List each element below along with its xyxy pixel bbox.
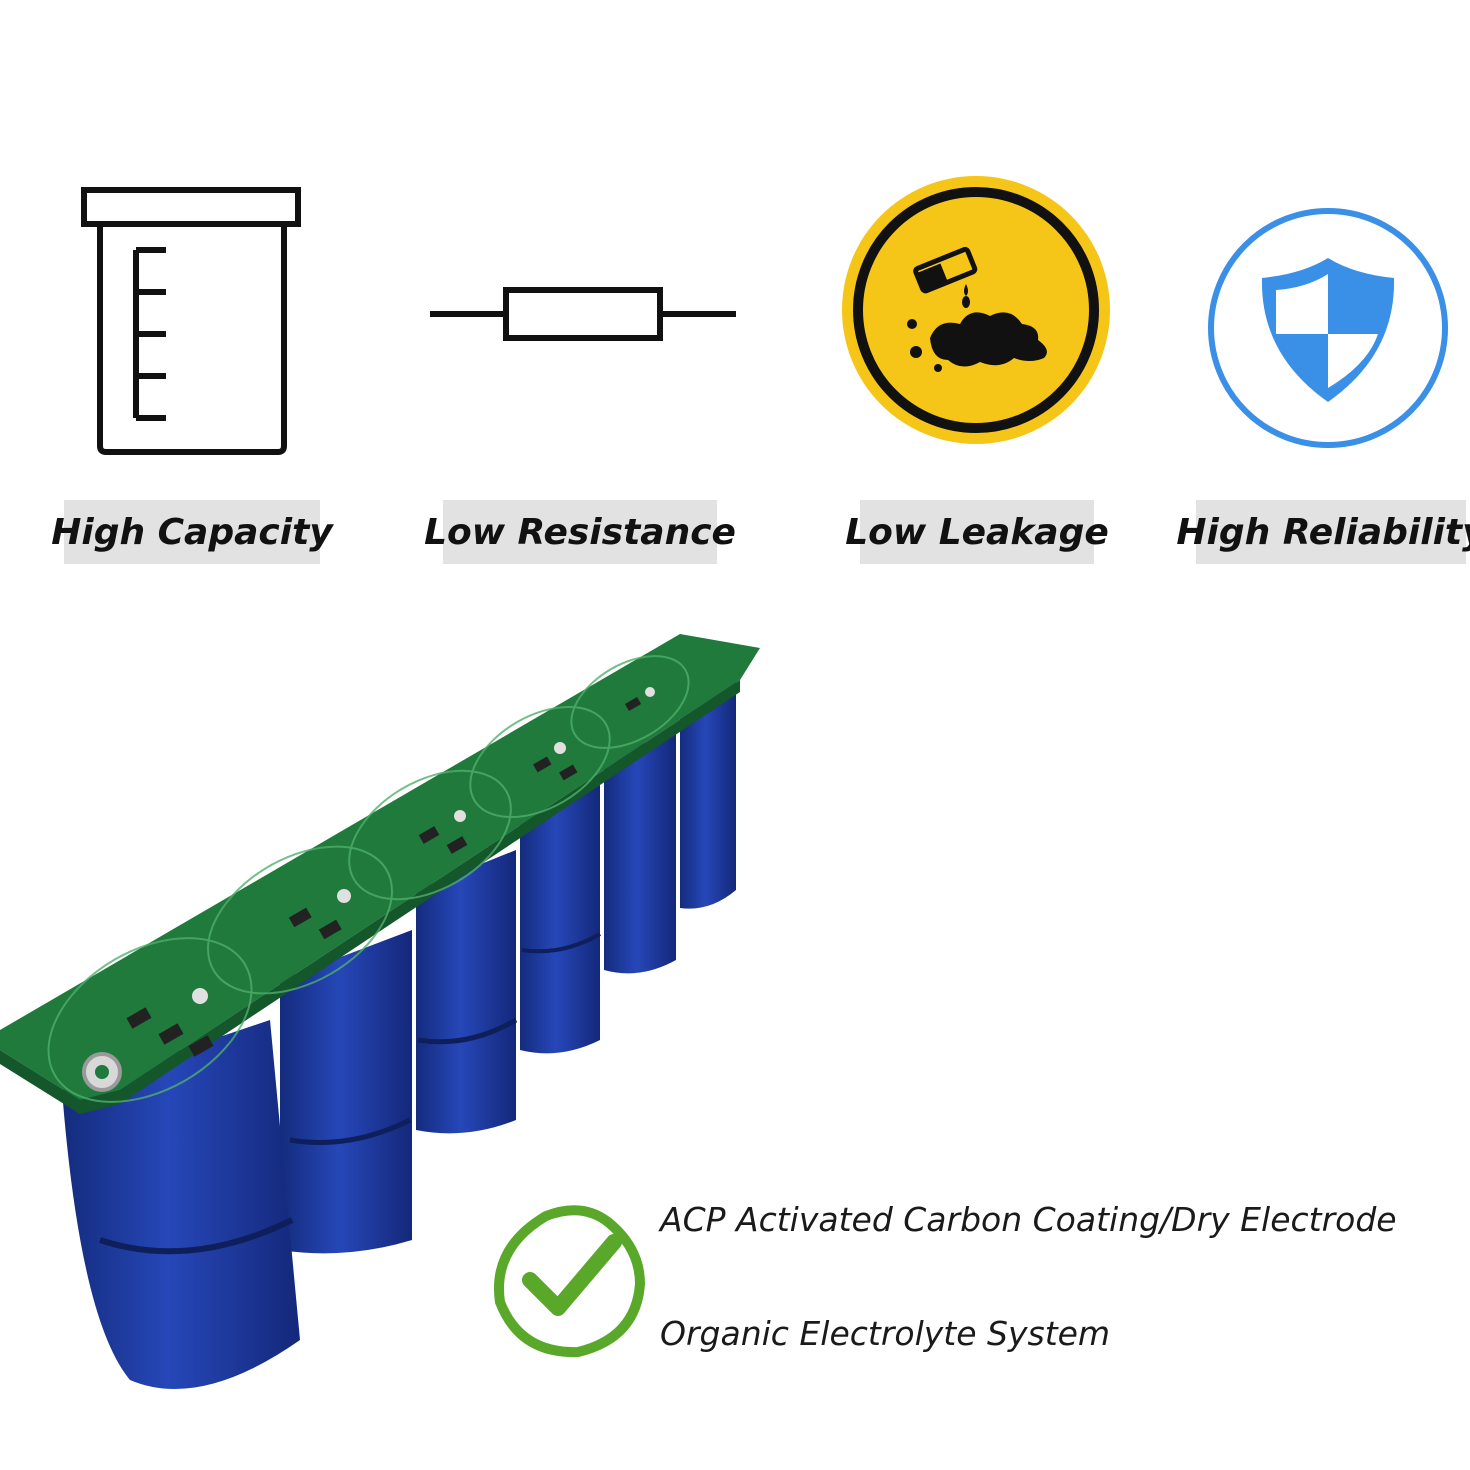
feature-bullet-electrolyte: Organic Electrolyte System	[660, 1314, 1111, 1353]
shield-icon	[1208, 208, 1448, 448]
resistor-icon	[430, 287, 736, 341]
capacitor-cells	[62, 680, 736, 1389]
feature-label-high-capacity: High Capacity	[51, 500, 333, 564]
pcb-board	[0, 634, 760, 1114]
supercapacitor-module-photo	[0, 634, 760, 1389]
check-icon	[494, 1205, 646, 1358]
feature-bullet-electrode: ACP Activated Carbon Coating/Dry Electro…	[660, 1200, 1397, 1239]
feature-label-low-leakage: Low Leakage	[845, 500, 1109, 564]
leakage-warning-icon	[842, 176, 1110, 444]
beaker-icon	[81, 187, 301, 455]
feature-label-low-resistance: Low Resistance	[424, 500, 736, 564]
feature-label-high-reliability: High Reliability	[1176, 500, 1470, 564]
